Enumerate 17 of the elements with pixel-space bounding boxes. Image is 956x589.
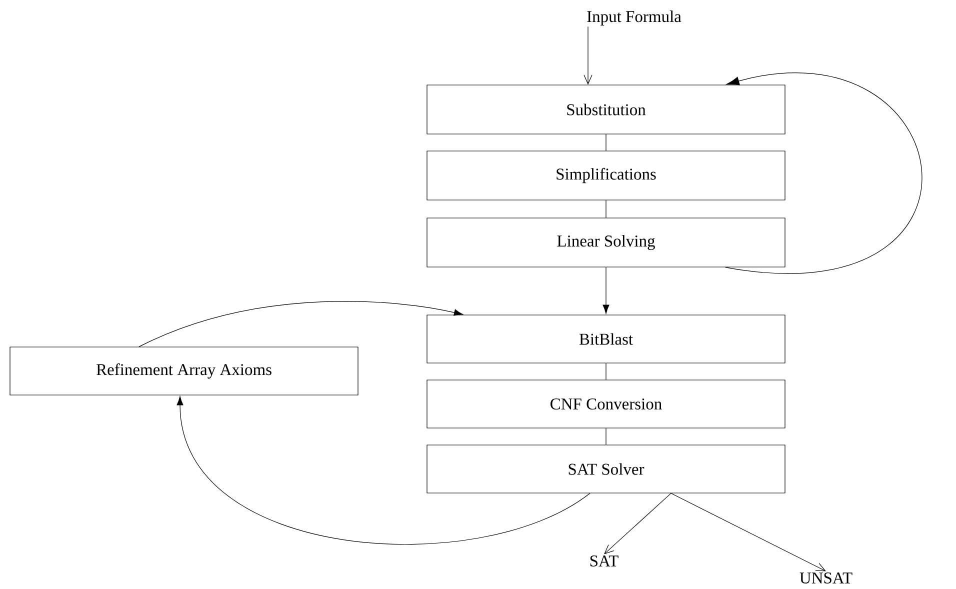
process-box: BitBlast (426, 314, 786, 364)
terminal-label: UNSAT (800, 572, 852, 584)
process-box: CNF Conversion (426, 380, 786, 428)
arrow (670, 493, 826, 572)
terminal-label: SAT (590, 555, 618, 567)
arrow (176, 396, 590, 544)
arrow (138, 301, 464, 347)
process-box: Refinement Array Axioms (10, 346, 358, 396)
process-box: Linear Solving (426, 218, 786, 268)
process-box: Substitution (426, 84, 786, 134)
process-box: Simplifications (426, 150, 786, 200)
terminal-label: Input Formula (587, 10, 682, 26)
arrow (725, 72, 922, 274)
arrow (584, 26, 592, 85)
arrow (602, 267, 610, 314)
process-box: SAT Solver (426, 444, 786, 494)
arrow (604, 493, 672, 554)
